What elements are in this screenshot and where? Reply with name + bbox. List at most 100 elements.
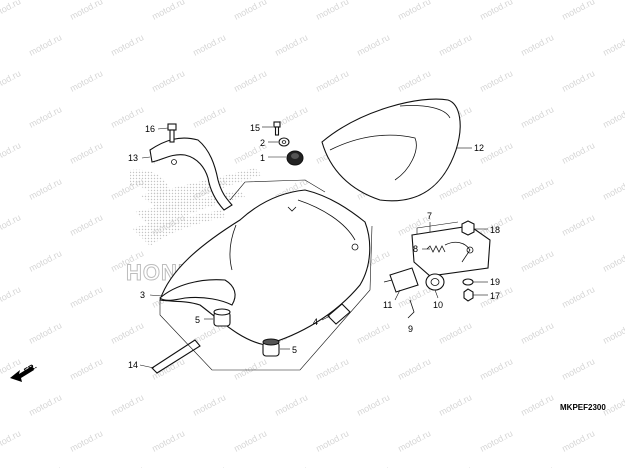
damper-5-lower[interactable]: [262, 338, 280, 357]
grommet-1[interactable]: [286, 150, 304, 166]
watermark-text: motod.ru: [273, 32, 309, 58]
seat-trim[interactable]: [159, 279, 236, 306]
watermark-text: motod.ru: [68, 356, 104, 382]
seat-lock-assembly[interactable]: [411, 225, 491, 277]
pillion-seat[interactable]: [321, 98, 461, 202]
watermark-text: motod.ru: [437, 392, 473, 418]
watermark-text: motod.ru: [437, 464, 473, 468]
watermark-text: motod.ru: [27, 248, 63, 274]
watermark-text: motod.ru: [601, 464, 625, 468]
watermark-text: motod.ru: [109, 392, 145, 418]
callout-4[interactable]: 4: [313, 317, 318, 327]
watermark-text: motod.ru: [601, 248, 625, 274]
watermark-text: motod.ru: [560, 212, 596, 238]
clip-4[interactable]: [327, 303, 351, 325]
callout-7[interactable]: 7: [427, 211, 432, 221]
callout-10[interactable]: 10: [433, 300, 443, 310]
watermark-text: motod.ru: [0, 0, 22, 22]
watermark-text: motod.ru: [519, 464, 555, 468]
watermark-text: motod.ru: [109, 32, 145, 58]
diagram-code: MKPEF2300: [560, 403, 606, 412]
nut-17[interactable]: [463, 288, 474, 302]
watermark-text: motod.ru: [437, 32, 473, 58]
watermark-text: motod.ru: [437, 320, 473, 346]
watermark-text: motod.ru: [478, 0, 514, 22]
watermark-text: motod.ru: [68, 140, 104, 166]
watermark-text: motod.ru: [191, 32, 227, 58]
watermark-text: motod.ru: [560, 68, 596, 94]
washer-2[interactable]: [278, 137, 290, 147]
watermark-text: motod.ru: [68, 428, 104, 454]
screw-15[interactable]: [273, 121, 281, 136]
watermark-text: motod.ru: [68, 68, 104, 94]
watermark-text: motod.ru: [355, 392, 391, 418]
watermark-text: motod.ru: [601, 104, 625, 130]
watermark-text: motod.ru: [27, 104, 63, 130]
nut-18[interactable]: [461, 220, 475, 236]
watermark-text: motod.ru: [232, 356, 268, 382]
watermark-text: motod.ru: [68, 284, 104, 310]
watermark-text: motod.ru: [355, 320, 391, 346]
watermark-text: motod.ru: [273, 464, 309, 468]
watermark-text: motod.ru: [519, 392, 555, 418]
callout-19[interactable]: 19: [490, 277, 500, 287]
watermark-text: motod.ru: [27, 320, 63, 346]
callout-13[interactable]: 13: [128, 153, 138, 163]
callout-17[interactable]: 17: [490, 291, 500, 301]
callout-14[interactable]: 14: [128, 360, 138, 370]
callout-1[interactable]: 1: [260, 153, 265, 163]
collar-19[interactable]: [462, 278, 474, 286]
watermark-text: motod.ru: [519, 104, 555, 130]
bolt-16[interactable]: [167, 123, 177, 143]
callout-9[interactable]: 9: [408, 324, 413, 334]
watermark-text: motod.ru: [68, 0, 104, 22]
watermark-text: motod.ru: [560, 140, 596, 166]
callout-16[interactable]: 16: [145, 124, 155, 134]
watermark-text: motod.ru: [519, 320, 555, 346]
watermark-text: motod.ru: [478, 68, 514, 94]
watermark-text: motod.ru: [437, 176, 473, 202]
spring-8[interactable]: [426, 245, 446, 253]
watermark-text: motod.ru: [150, 68, 186, 94]
callout-8[interactable]: 8: [413, 244, 418, 254]
direction-label: FR.: [23, 361, 39, 375]
callout-3[interactable]: 3: [140, 290, 145, 300]
watermark-text: motod.ru: [396, 356, 432, 382]
seat-bracket[interactable]: [149, 137, 233, 211]
cable-11[interactable]: [383, 267, 419, 293]
leader-lines: [139, 126, 488, 369]
damper-5-upper[interactable]: [213, 308, 231, 327]
watermark-text: motod.ru: [232, 428, 268, 454]
watermark-text: motod.ru: [519, 176, 555, 202]
watermark-text: motod.ru: [27, 464, 63, 468]
watermark-text: motod.ru: [560, 284, 596, 310]
callout-15[interactable]: 15: [250, 123, 260, 133]
callout-5-upper[interactable]: 5: [195, 315, 200, 325]
watermark-text: motod.ru: [232, 0, 268, 22]
watermark-text: motod.ru: [396, 68, 432, 94]
watermark-text: motod.ru: [478, 356, 514, 382]
callout-12[interactable]: 12: [474, 143, 484, 153]
watermark-text: motod.ru: [519, 248, 555, 274]
assembly-outline: [159, 179, 459, 371]
strap-14[interactable]: [151, 339, 201, 374]
callout-2[interactable]: 2: [260, 138, 265, 148]
callout-5-lower[interactable]: 5: [292, 345, 297, 355]
watermark-text: motod.ru: [355, 32, 391, 58]
clip-9[interactable]: [407, 299, 415, 319]
watermark-text: motod.ru: [27, 176, 63, 202]
watermark-text: motod.ru: [27, 392, 63, 418]
lock-cylinder-10[interactable]: [425, 273, 445, 291]
callout-18[interactable]: 18: [490, 225, 500, 235]
watermark-text: motod.ru: [314, 68, 350, 94]
watermark-text: motod.ru: [150, 428, 186, 454]
watermark-text: motod.ru: [109, 104, 145, 130]
callout-11[interactable]: 11: [383, 300, 392, 310]
watermark-text: motod.ru: [396, 428, 432, 454]
watermark-text: motod.ru: [478, 428, 514, 454]
watermark-text: motod.ru: [27, 32, 63, 58]
watermark-text: motod.ru: [601, 176, 625, 202]
watermark-text: motod.ru: [191, 104, 227, 130]
watermark-text: motod.ru: [109, 464, 145, 468]
